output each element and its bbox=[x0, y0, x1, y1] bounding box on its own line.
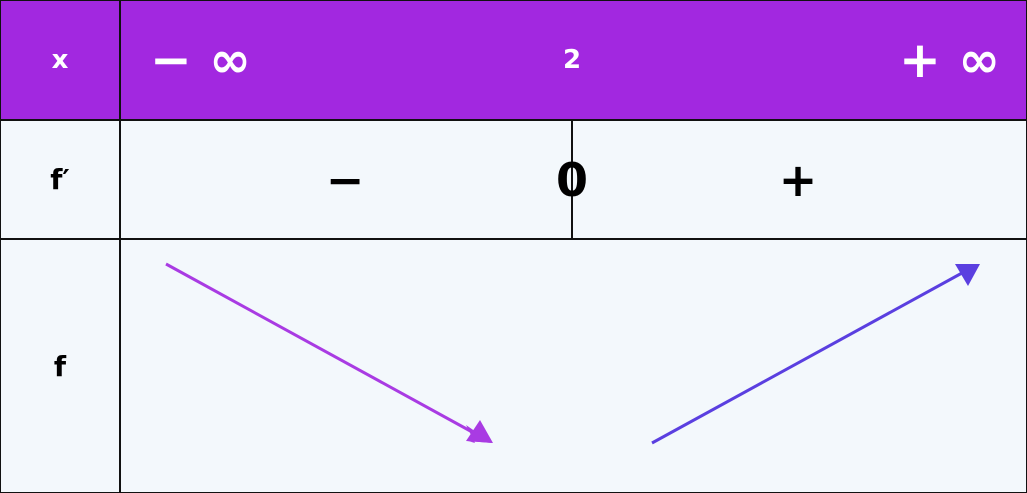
x-value-critical: 2 bbox=[562, 45, 582, 75]
fprime-sign-positive: + bbox=[778, 152, 818, 207]
x-label: x bbox=[51, 45, 69, 75]
row-divider bbox=[0, 119, 1027, 121]
x-row bbox=[0, 0, 1027, 120]
f-row bbox=[0, 239, 1027, 493]
row-divider bbox=[0, 238, 1027, 240]
fprime-sign-negative: − bbox=[325, 152, 365, 207]
x-value-plus-infinity: + ∞ bbox=[899, 31, 1000, 89]
column-divider bbox=[119, 0, 121, 493]
zero-divider bbox=[571, 120, 573, 239]
x-value-minus-infinity: − ∞ bbox=[150, 31, 251, 89]
increasing-arrow bbox=[651, 264, 980, 445]
decreasing-arrow bbox=[165, 262, 493, 443]
fprime-row bbox=[0, 120, 1027, 239]
fprime-label: f′ bbox=[50, 163, 70, 196]
fprime-zero: 0 bbox=[555, 152, 588, 207]
f-label: f bbox=[53, 349, 67, 383]
